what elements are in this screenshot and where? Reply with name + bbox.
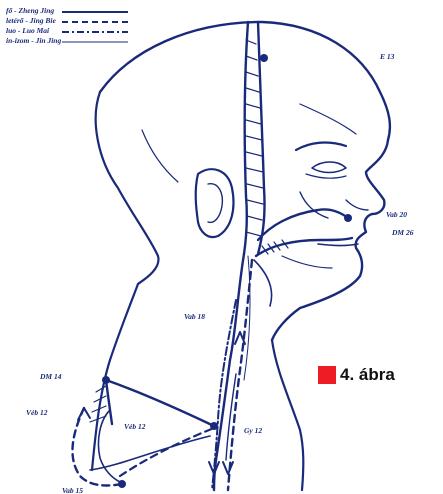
point-label-dm14: DM 14 bbox=[40, 372, 61, 381]
point-marker-vab20 bbox=[344, 214, 352, 222]
point-marker-dm14 bbox=[102, 376, 110, 384]
point-marker-e13 bbox=[260, 54, 268, 62]
arrow-down-2 bbox=[223, 462, 233, 474]
point-label-vab15: Vab 15 bbox=[62, 486, 83, 494]
nostril bbox=[346, 200, 368, 210]
point-label-vab20: Vab 20 bbox=[386, 210, 407, 219]
legend-label-jing-bie: letérő - Jing Bie bbox=[6, 16, 56, 26]
neck-channel-dashed bbox=[228, 260, 252, 490]
legend-label-jin-jing: in-izom - Jin Jing bbox=[6, 36, 61, 46]
ear-inner bbox=[208, 184, 222, 223]
cheek-line bbox=[300, 192, 328, 218]
neck-channel-thin bbox=[244, 256, 250, 380]
point-label-vab18: Vab 18 bbox=[184, 312, 205, 321]
back-of-head-outline bbox=[96, 92, 159, 284]
legend-label-luo-mai: luo - Luo Mai bbox=[6, 26, 49, 36]
figure-tag: 4. ábra bbox=[318, 365, 395, 385]
eye bbox=[312, 162, 346, 173]
mouth-line bbox=[318, 244, 358, 246]
figure-tag-square bbox=[318, 366, 336, 384]
point-label-dm26: DM 26 bbox=[392, 228, 413, 237]
eye-lash bbox=[306, 174, 346, 178]
left-loop-solid bbox=[98, 410, 120, 482]
hairline-left bbox=[142, 130, 178, 182]
point-label-veb12-outer: Véb 12 bbox=[26, 408, 47, 417]
point-marker-gy12 bbox=[210, 422, 218, 430]
dm14-branch bbox=[106, 380, 112, 424]
figure-tag-label: 4. ábra bbox=[340, 365, 395, 385]
point-marker-vab15 bbox=[118, 480, 126, 488]
shoulder-line-lower bbox=[90, 436, 210, 470]
jaw-branch-upper bbox=[258, 209, 348, 240]
legend-label-zheng-jing: fő - Zheng Jing bbox=[6, 6, 54, 16]
shoulder-line-dashed bbox=[120, 428, 214, 476]
legend-lines bbox=[62, 12, 128, 42]
ear bbox=[196, 169, 234, 237]
chin-line bbox=[282, 256, 332, 268]
jaw-branch-lower bbox=[254, 260, 272, 306]
shoulder-line-dm14-gy12 bbox=[106, 380, 214, 426]
neck-front-outline bbox=[272, 340, 303, 490]
arrow-up-2 bbox=[78, 408, 90, 420]
eyebrow bbox=[296, 143, 346, 150]
point-label-e13: E 13 bbox=[380, 52, 394, 61]
point-label-gy12: Gy 12 bbox=[244, 426, 262, 435]
point-label-veb12-inner: Véb 12 bbox=[124, 422, 145, 431]
hairline-right bbox=[300, 104, 356, 134]
